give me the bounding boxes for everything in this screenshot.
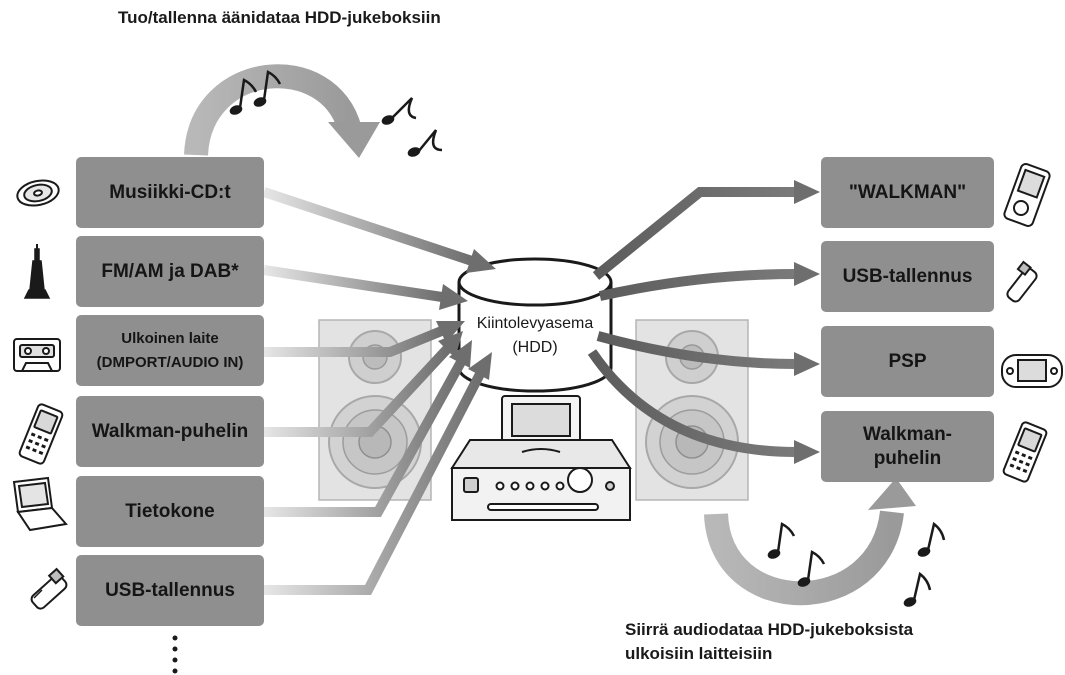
psp-handheld-icon	[1001, 354, 1063, 388]
arrow-phone-to-hdd	[264, 331, 463, 437]
destination-box-walkman: "WALKMAN"	[821, 157, 994, 228]
source-label: FM/AM ja DAB*	[101, 260, 239, 282]
source-label: USB-tallennus	[105, 579, 235, 601]
source-label: Ulkoinen laite	[121, 329, 219, 347]
radio-tower-icon	[23, 244, 51, 299]
mobile-phone-icon	[18, 403, 64, 465]
mobile-phone-icon	[1002, 421, 1048, 483]
source-label: Tietokone	[125, 500, 215, 522]
transfer-curve-arrow	[704, 478, 916, 606]
transfer-caption: Siirrä audiodataa HDD-jukeboksista ulkoi…	[625, 618, 913, 666]
source-sublabel: (DMPORT/AUDIO IN)	[96, 353, 244, 371]
walkman-player-icon	[1003, 163, 1051, 227]
arrow-usb-to-hdd	[264, 352, 492, 595]
destination-sublabel: puhelin	[873, 447, 942, 469]
hdd-name: Kiintolevyasema	[476, 315, 594, 332]
source-box-computer: Tietokone	[76, 476, 264, 547]
transfer-caption-line1: Siirrä audiodataa HDD-jukeboksista	[625, 620, 914, 639]
source-box-usb-storage: USB-tallennus	[76, 555, 264, 626]
arrow-cd-to-hdd	[262, 187, 496, 273]
import-arrows	[262, 187, 496, 595]
usb-stick-icon	[1006, 260, 1038, 303]
usb-stick-icon	[30, 567, 68, 610]
arrow-hdd-to-psp	[596, 331, 820, 376]
arrow-hdd-to-usb	[598, 262, 820, 301]
stereo-main-unit-icon	[450, 395, 632, 521]
transfer-caption-line2: ulkoisiin laitteisiin	[625, 644, 773, 663]
destination-label: "WALKMAN"	[848, 181, 967, 203]
destination-box-walkman-phone: Walkman- puhelin	[821, 411, 994, 482]
import-curve-arrow	[184, 64, 380, 158]
destination-label: Walkman-	[862, 423, 953, 445]
source-label: Walkman-puhelin	[91, 420, 249, 442]
source-label: Musiikki-CD:t	[109, 181, 231, 203]
laptop-icon	[12, 476, 68, 532]
cd-disc-icon	[16, 179, 60, 207]
source-box-external-device: Ulkoinen laite (DMPORT/AUDIO IN)	[76, 315, 264, 386]
arrow-hdd-to-walkman	[592, 180, 820, 280]
destination-label: PSP	[888, 350, 927, 372]
hdd-abbr: (HDD)	[512, 339, 558, 356]
arrow-hdd-to-walkman-phone	[587, 349, 820, 464]
export-arrows	[587, 180, 820, 464]
cassette-icon	[13, 338, 61, 372]
destination-box-usb-storage: USB-tallennus	[821, 241, 994, 312]
arrow-radio-to-hdd	[263, 265, 468, 310]
music-notes-icon	[229, 70, 946, 607]
source-box-radio: FM/AM ja DAB*	[76, 236, 264, 307]
more-sources-dots	[172, 635, 178, 674]
import-caption: Tuo/tallenna äänidataa HDD-jukeboksiin	[118, 8, 441, 27]
source-box-walkman-phone: Walkman-puhelin	[76, 396, 264, 467]
source-box-music-cd: Musiikki-CD:t	[76, 157, 264, 228]
hdd-label: Kiintolevyasema (HDD)	[461, 312, 609, 360]
destination-label: USB-tallennus	[842, 265, 973, 287]
arrow-laptop-to-hdd	[264, 340, 472, 517]
destination-box-psp: PSP	[821, 326, 994, 397]
arrow-external-to-hdd	[264, 321, 465, 357]
